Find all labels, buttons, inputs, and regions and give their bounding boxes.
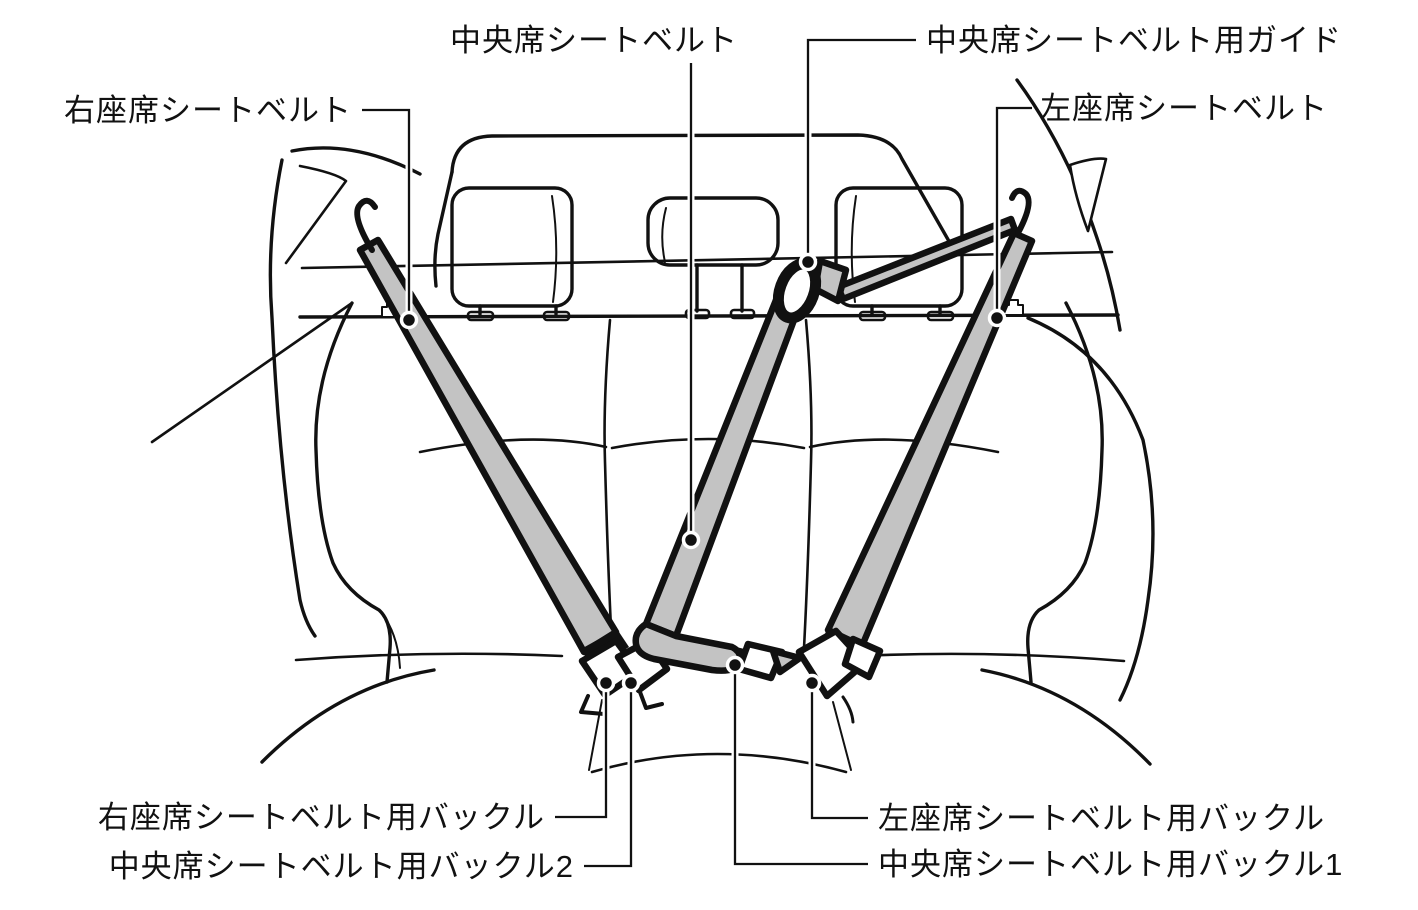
- right-pillar: [1015, 78, 1122, 332]
- left-buckle-side-piece: [841, 635, 884, 681]
- seatback-seam-right-vertical: [802, 318, 813, 650]
- label-left-belt: 左座席シートベルト: [1040, 91, 1328, 126]
- pointer-dot-right-buckle: [596, 673, 616, 693]
- cushion-line-left: [294, 652, 564, 662]
- leader-center-buckle-2: [584, 683, 633, 868]
- rear-window-left-edge: [433, 170, 454, 288]
- cushion-front-right: [980, 668, 1152, 766]
- leader-left-buckle: [810, 683, 868, 820]
- pointer-dot-left-buckle: [802, 673, 822, 693]
- pointer-dot-center-belt: [681, 530, 701, 550]
- leader-center-buckle-1: [733, 665, 868, 866]
- label-right-belt-buckle: 右座席シートベルト用バックル: [98, 800, 545, 835]
- left-belt-hook: [1009, 187, 1032, 236]
- seat-left-bolster-seam: [380, 611, 401, 669]
- center-seat-belt-webbing: [642, 276, 810, 640]
- left-pillar: [268, 158, 317, 638]
- headrests: [450, 186, 964, 322]
- right-seat-headrest: [450, 186, 574, 322]
- roofline-left: [290, 146, 422, 176]
- label-left-belt-buckle: 左座席シートベルト用バックル: [878, 801, 1325, 836]
- seatback-arc-center: [610, 437, 806, 450]
- label-right-belt: 右座席シートベルト: [64, 93, 352, 128]
- seatback-arc-right: [808, 438, 1000, 454]
- right-quarter-glass: [1068, 157, 1108, 233]
- cushion-line-right: [856, 652, 1126, 663]
- leader-right-buckle: [555, 683, 608, 819]
- right-seat-belt-webbing: [356, 236, 620, 656]
- seat-right-outer-edge: [1026, 301, 1104, 684]
- cushion-front-left: [260, 668, 436, 764]
- label-center-belt-buckle-2: 中央席シートベルト用バックル2: [109, 849, 574, 884]
- center-buckle-1-strap: [769, 647, 804, 676]
- pointer-dot-center-buckle-2: [621, 673, 641, 693]
- leader-center-belt-guide: [806, 38, 916, 262]
- leader-right-belt: [362, 108, 411, 320]
- callout-labels: 右座席シートベルト 中央席シートベルト 中央席シートベルト用ガイド 左座席シート…: [64, 23, 1343, 884]
- center-buckle-2-foot: [638, 690, 664, 710]
- right-buckle-foot: [579, 694, 606, 716]
- left-body-line: [150, 301, 354, 444]
- pointer-dot-right-belt: [399, 310, 419, 330]
- center-seat-headrest: [646, 196, 780, 320]
- shelf-rear-edge: [300, 250, 1114, 270]
- car-body-outline: [150, 78, 1155, 702]
- seatback-seam-left-vertical: [603, 318, 614, 650]
- label-center-belt-guide: 中央席シートベルト用ガイド: [926, 23, 1342, 58]
- pointer-dot-left-belt: [987, 308, 1007, 328]
- rear-window-top: [450, 133, 952, 245]
- cushion-seam-right-small: [832, 701, 852, 771]
- pointer-dot-center-guide: [798, 252, 818, 272]
- left-quarter-glass: [284, 164, 348, 265]
- leader-left-belt: [995, 106, 1032, 318]
- cushion-seam-left-small: [588, 699, 603, 771]
- callout-leader-lines: [362, 36, 1032, 870]
- right-body-line: [1026, 316, 1155, 702]
- left-buckle-foot: [841, 695, 855, 724]
- pointer-dot-center-buckle-1: [725, 655, 745, 675]
- left-seat-headrest: [834, 186, 964, 322]
- label-center-belt-buckle-1: 中央席シートベルト用バックル1: [878, 847, 1343, 882]
- center-belt-guide-ring: [772, 258, 822, 324]
- label-center-belt: 中央席シートベルト: [450, 23, 738, 58]
- seat-left-outer-edge: [314, 301, 392, 684]
- right-belt-hook: [354, 197, 378, 253]
- seatback-arc-left: [418, 438, 608, 454]
